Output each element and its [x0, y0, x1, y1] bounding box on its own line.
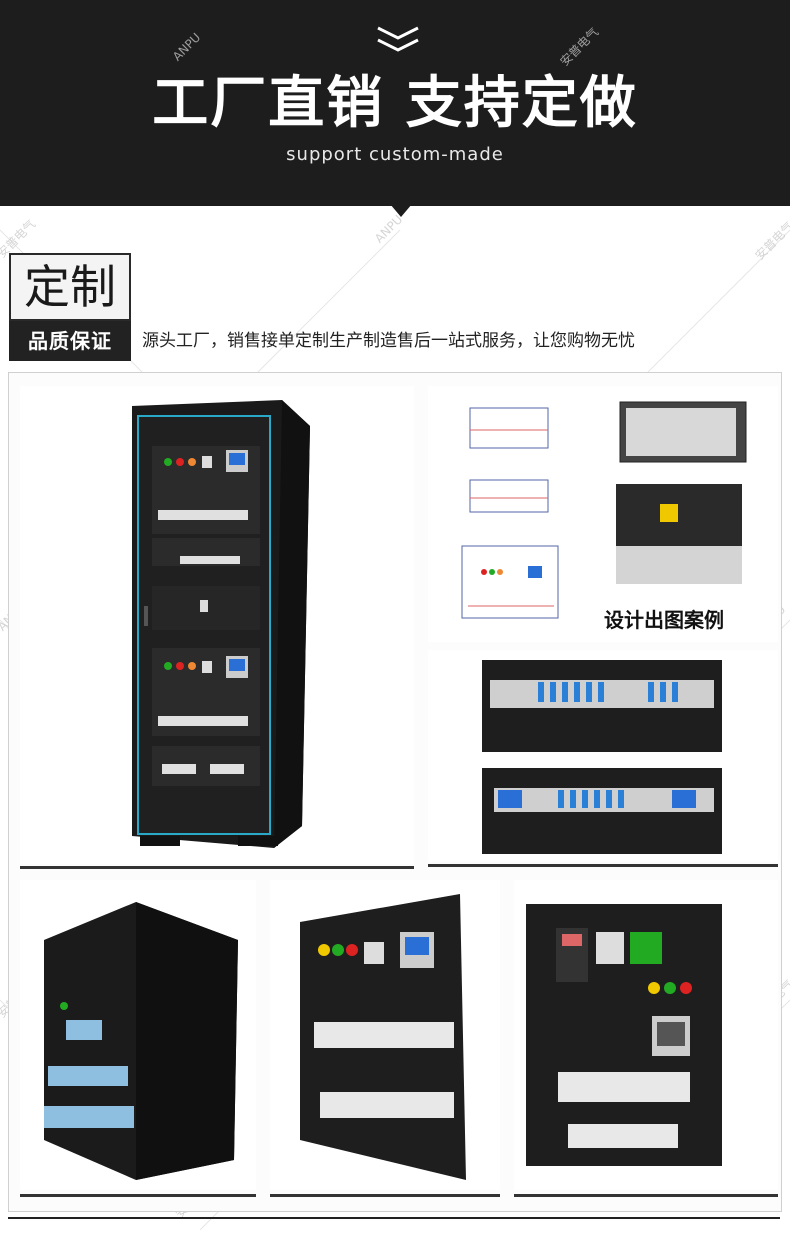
badge-quality-label: 品质保证	[9, 321, 131, 361]
product-image-rack-unit	[514, 880, 778, 1190]
panel-underline	[270, 1194, 500, 1197]
slogan-text: 源头工厂，销售接单定制生产制造售后一站式服务，让您购物无忧	[142, 331, 635, 351]
product-image-cabinet	[20, 386, 414, 864]
banner-subtitle: support custom-made	[286, 144, 504, 165]
badge-custom-label: 定制	[9, 253, 131, 321]
product-image-rack	[428, 650, 778, 862]
panel-underline	[20, 1194, 256, 1197]
design-case-label: 设计出图案例	[604, 608, 724, 632]
server-cabinet-image	[132, 400, 310, 848]
watermark-en: ANPU	[371, 212, 406, 246]
distribution-rack-image	[526, 904, 722, 1166]
distribution-panel-image	[300, 894, 466, 1180]
product-image-panel-front	[270, 880, 500, 1190]
product-image-box-side	[20, 880, 256, 1190]
banner-notch	[390, 204, 412, 217]
double-chevron-down-icon	[377, 26, 419, 52]
cad-drawings-image	[461, 401, 747, 619]
watermark-zh: 安普电气	[752, 218, 790, 263]
banner-title: 工厂直销 支持定做	[152, 71, 638, 136]
bottom-divider	[8, 1217, 780, 1219]
header-banner: 工厂直销 支持定做 support custom-made	[0, 0, 790, 206]
distribution-box-image	[44, 902, 238, 1180]
product-image-cad: 设计出图案例	[428, 386, 778, 642]
panel-underline	[428, 864, 778, 867]
panel-underline	[514, 1194, 778, 1197]
panel-underline	[20, 866, 414, 869]
rack-panels-image	[482, 660, 722, 854]
custom-badge: 定制 品质保证	[9, 253, 131, 361]
